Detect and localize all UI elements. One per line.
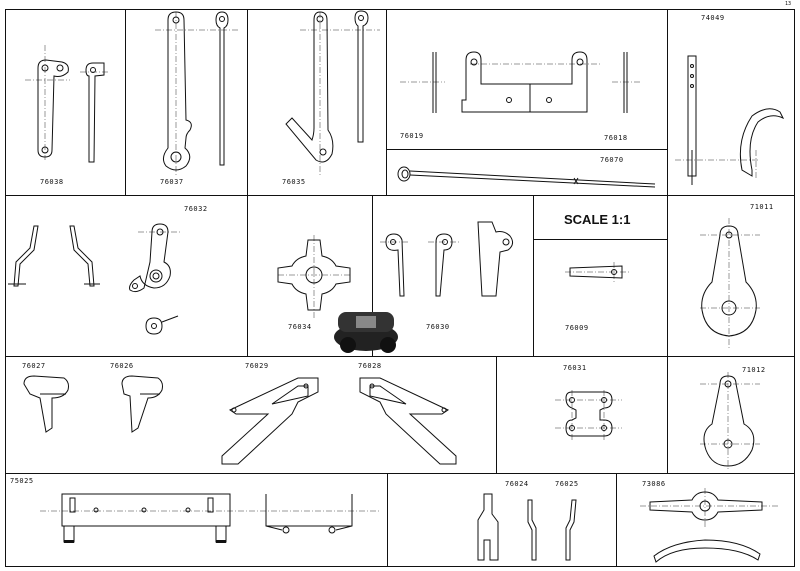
cell-73086 [616, 473, 795, 567]
part-number-75025: 75025 [10, 477, 34, 485]
drawing-71011 [700, 218, 760, 348]
part-number-76019: 76019 [400, 132, 424, 140]
drawing-76031 [555, 390, 622, 440]
page-number: 13 [785, 1, 792, 7]
scale-label: SCALE 1:1 [564, 212, 631, 227]
drawing-74049 [675, 55, 785, 185]
part-number-76027: 76027 [22, 362, 46, 370]
part-number-76025: 76025 [555, 480, 579, 488]
part-number-76034: 76034 [288, 323, 312, 331]
part-number-76009: 76009 [565, 324, 589, 332]
part-number-76031: 76031 [563, 364, 587, 372]
part-number-76070: 76070 [600, 156, 624, 164]
drawing-76028 [359, 377, 457, 465]
drawing-76027 [23, 375, 69, 433]
drawing-76029 [221, 377, 319, 465]
part-number-76035: 76035 [282, 178, 306, 186]
part-number-76030: 76030 [426, 323, 450, 331]
drawing-76024 [477, 493, 577, 561]
part-number-76028: 76028 [358, 362, 382, 370]
part-number-76038: 76038 [40, 178, 64, 186]
drawing-76009 [565, 262, 630, 284]
part-number-76024: 76024 [505, 480, 529, 488]
drawing-76026 [121, 375, 163, 433]
part-number-76026: 76026 [110, 362, 134, 370]
drawing-76034 [277, 235, 351, 318]
drawing-75025 [40, 493, 380, 543]
part-number-76029: 76029 [245, 362, 269, 370]
part-number-71012: 71012 [742, 366, 766, 374]
drawing-76019 [400, 51, 640, 113]
drawing-76037 [155, 11, 240, 175]
part-number-73086: 73086 [642, 480, 666, 488]
part-number-76032: 76032 [184, 205, 208, 213]
part-number-76018: 76018 [604, 134, 628, 142]
drawing-76035 [285, 10, 380, 175]
drawing-76032 [8, 223, 180, 335]
part-number-74049: 74049 [701, 14, 725, 22]
car-logo-icon [334, 312, 398, 353]
drawing-76030 [380, 221, 514, 297]
part-number-71011: 71011 [750, 203, 774, 211]
drawing-73086 [640, 488, 780, 563]
part-number-76037: 76037 [160, 178, 184, 186]
drawing-71012 [700, 372, 760, 470]
drawing-76038 [25, 45, 108, 163]
drawing-76070 [397, 166, 656, 188]
